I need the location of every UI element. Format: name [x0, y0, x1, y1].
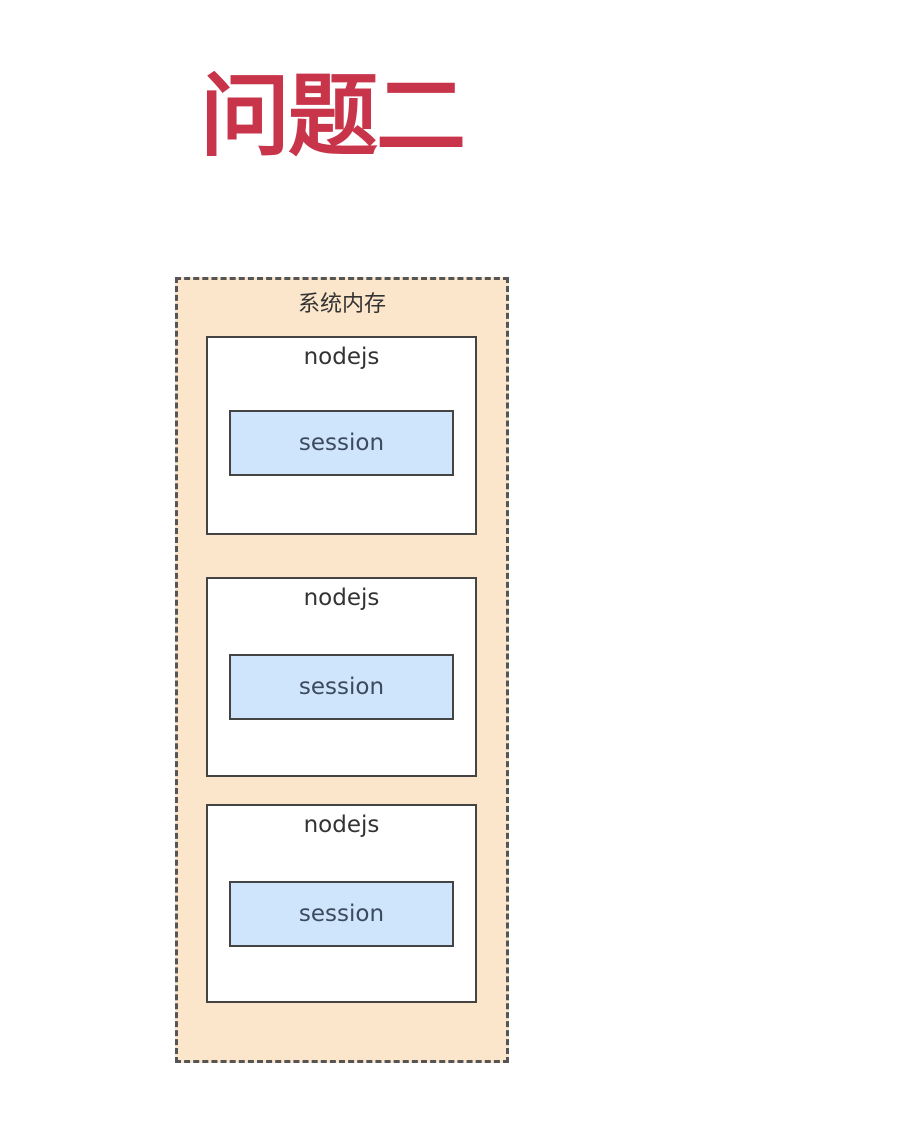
session-box: session [229, 881, 454, 947]
nodejs-label: nodejs [303, 344, 380, 370]
page-title: 问题二 [200, 64, 466, 169]
session-box: session [229, 654, 454, 720]
nodejs-label: nodejs [303, 585, 380, 611]
nodejs-box: nodejs session [206, 336, 477, 535]
session-box: session [229, 410, 454, 476]
system-memory-container: 系统内存 nodejs session nodejs session nodej… [175, 277, 509, 1063]
nodejs-label: nodejs [303, 812, 380, 838]
system-memory-label: 系统内存 [297, 292, 386, 317]
nodejs-box: nodejs session [206, 577, 477, 777]
nodejs-box: nodejs session [206, 804, 477, 1003]
